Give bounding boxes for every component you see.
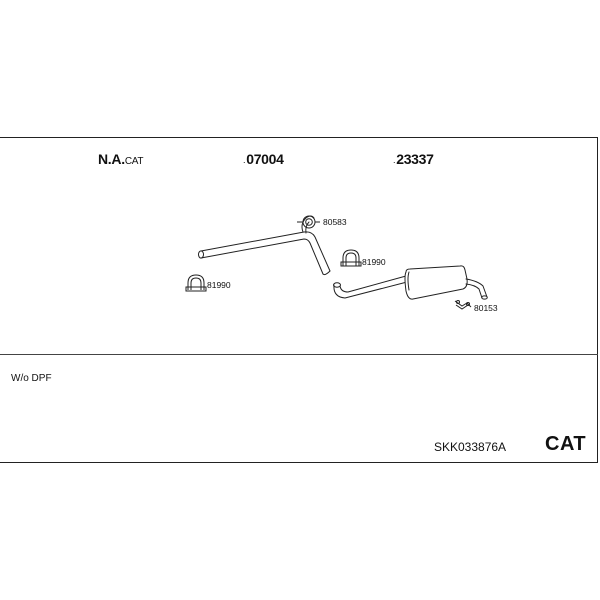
clamp-ring-icon [297, 215, 320, 229]
hanger-bracket-icon [454, 300, 472, 310]
section-divider [0, 354, 598, 355]
header-code-prefix: . [243, 155, 246, 165]
header-code-prefix: . [393, 155, 396, 165]
part-number-clamp-right: 81990 [362, 257, 386, 267]
kit-number: SKK033876A [434, 440, 507, 454]
variant-note: W/o DPF [11, 373, 52, 384]
header-code-rear-silencer: .23337 [393, 151, 434, 167]
rear-silencer [404, 265, 488, 300]
part-number-clamp-ring: 80583 [323, 217, 347, 227]
rear-pipe [333, 275, 408, 299]
header-code-main: 07004 [246, 151, 284, 167]
u-bolt-clamp-icon [185, 274, 207, 292]
u-bolt-clamp-icon [340, 249, 362, 267]
part-number-hanger: 80153 [474, 303, 498, 313]
header-code-front-pipe: .07004 [243, 151, 284, 167]
cat-badge: CAT [545, 433, 587, 455]
header-code-main: 23337 [396, 151, 434, 167]
diagram-frame [0, 137, 598, 463]
header-code-suffix: CAT [124, 156, 144, 167]
header-code-main: N.A. [98, 151, 125, 167]
header-code-na-cat: N.A.CAT [98, 151, 143, 167]
part-number-clamp-left: 81990 [207, 280, 231, 290]
